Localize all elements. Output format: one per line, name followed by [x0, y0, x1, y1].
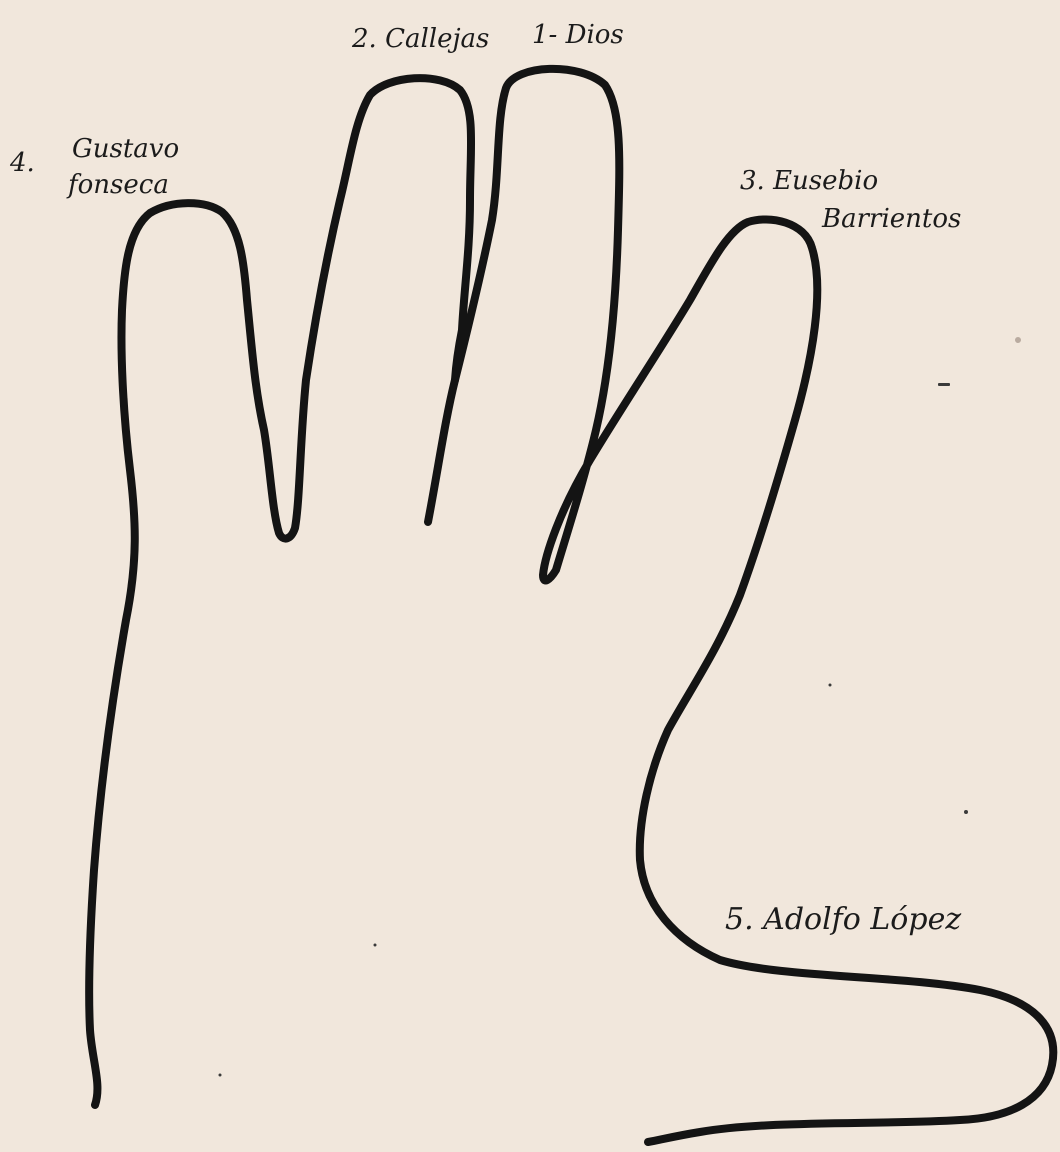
finger-label-4-number: 4.	[10, 150, 35, 176]
finger-label-4-line1: Gustavo	[72, 136, 179, 162]
finger-label-4-line2: fonseca	[68, 172, 169, 198]
finger-label-3-line2: Barrientos	[822, 206, 961, 232]
speck	[219, 1074, 222, 1077]
speck	[374, 944, 377, 947]
speck	[829, 684, 832, 687]
finger-label-1: 1- Dios	[532, 22, 624, 48]
speck	[938, 383, 950, 386]
finger-label-5: 5. Adolfo López	[725, 905, 961, 935]
finger-gap-stroke	[428, 380, 455, 522]
finger-label-2: 2. Callejas	[352, 26, 489, 52]
speck	[964, 810, 968, 814]
speck	[1015, 337, 1021, 343]
finger-label-3-line1: 3. Eusebio	[740, 168, 878, 194]
